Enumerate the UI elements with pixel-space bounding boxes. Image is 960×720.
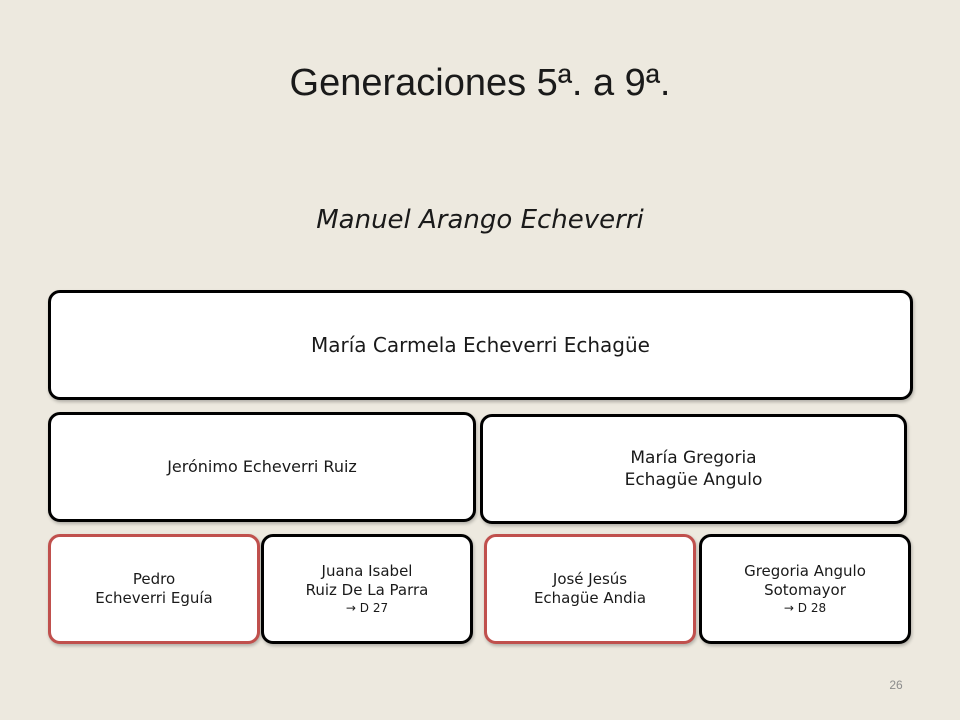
maternal-grandfather-box: José Jesús Echagüe Andia <box>484 534 696 644</box>
father-box: Jerónimo Echeverri Ruiz <box>48 412 476 522</box>
maternal-grandmother-name-line-1: Gregoria Angulo <box>744 561 866 580</box>
maternal-grandmother-reference: → D 28 <box>783 600 827 615</box>
mother-name-line-1: María Gregoria <box>630 447 757 468</box>
paternal-grandmother-name-line-1: Juana Isabel <box>321 561 413 580</box>
paternal-grandfather-box: Pedro Echeverri Eguía <box>48 534 260 644</box>
subject-name: Manuel Arango Echeverri <box>316 205 644 235</box>
maternal-grandfather-name-line-1: José Jesús <box>552 569 628 588</box>
slide-title: Generaciones 5ª. a 9ª. <box>289 62 671 104</box>
paternal-grandmother-reference: → D 27 <box>345 600 389 615</box>
father-name: Jerónimo Echeverri Ruiz <box>167 456 357 476</box>
paternal-grandfather-name-line-2: Echeverri Eguía <box>95 589 213 607</box>
paternal-grandmother-name-line-2: Ruiz De La Parra <box>305 581 429 600</box>
root-person-box: María Carmela Echeverri Echagüe <box>48 290 913 400</box>
mother-box: María Gregoria Echagüe Angulo <box>480 414 907 524</box>
maternal-grandfather-name-line-2: Echagüe Andia <box>533 589 647 607</box>
root-person-name: María Carmela Echeverri Echagüe <box>311 333 650 357</box>
maternal-grandmother-name-line-2: Sotomayor <box>764 581 846 600</box>
mother-name-line-2: Echagüe Angulo <box>624 470 763 490</box>
paternal-grandmother-box: Juana Isabel Ruiz De La Parra → D 27 <box>261 534 473 644</box>
paternal-grandfather-name-line-1: Pedro <box>132 569 176 588</box>
page-number: 26 <box>889 678 903 692</box>
maternal-grandmother-box: Gregoria Angulo Sotomayor → D 28 <box>699 534 911 644</box>
